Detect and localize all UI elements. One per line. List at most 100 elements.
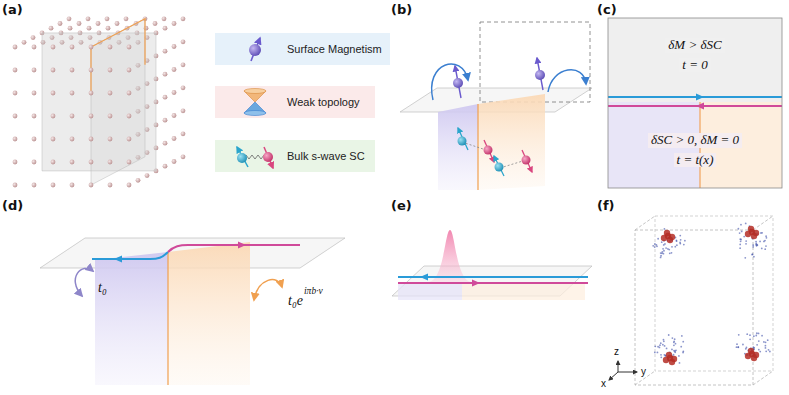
lattice-site: [51, 183, 56, 188]
lattice-site: [68, 26, 73, 31]
density-dot: [671, 246, 673, 248]
density-dot: [660, 252, 662, 254]
density-dot: [680, 346, 682, 348]
density-dot: [758, 349, 760, 351]
density-dot: [751, 254, 753, 256]
lattice-site: [51, 160, 56, 165]
lattice-site: [70, 45, 75, 50]
legend-icon: [264, 147, 273, 168]
lattice-site: [22, 40, 27, 45]
bound-state-illustration: [428, 230, 472, 282]
density-dot: [679, 362, 681, 364]
lattice-site: [172, 113, 177, 118]
density-dot: [755, 241, 757, 243]
lattice-site: [31, 35, 36, 40]
density-dot: [739, 247, 741, 249]
legend-label: Weak topology: [287, 96, 360, 109]
density-dot: [765, 245, 767, 247]
corner-state-density: [652, 223, 770, 366]
lattice-site: [13, 183, 18, 188]
density-dot: [749, 334, 751, 336]
density-dot: [755, 335, 757, 337]
density-dot: [674, 351, 676, 353]
density-dot: [742, 344, 744, 346]
lattice-site: [172, 159, 177, 164]
density-dot: [669, 252, 671, 254]
density-dot: [752, 253, 754, 255]
phase-diagram-panel: [608, 18, 782, 188]
lattice-site: [136, 178, 141, 183]
surface-slab-illustration: [494, 156, 504, 176]
phase-diagram-panel: [696, 94, 704, 101]
lattice-site: [51, 68, 56, 73]
lattice-site: [172, 90, 177, 95]
corner-states-illustration: [635, 216, 773, 385]
lattice-site: [106, 26, 111, 31]
density-dot: [679, 243, 681, 245]
lattice-site: [162, 16, 167, 21]
density-dot: [680, 239, 682, 241]
lattice-site: [89, 137, 94, 142]
density-dot: [654, 345, 656, 347]
phase-diagram-panel: [608, 96, 782, 98]
lattice-site: [127, 114, 132, 119]
density-dot: [768, 349, 770, 351]
lattice-site: [77, 21, 82, 26]
legend-box: Bulk s-wave SC: [215, 140, 375, 172]
lattice-site: [181, 62, 186, 67]
corner-states-illustration: [655, 216, 773, 371]
density-dot: [682, 341, 684, 343]
corner-state: [664, 230, 670, 236]
density-dot: [736, 332, 771, 356]
lattice-site: [89, 45, 94, 50]
lattice-site: [163, 72, 168, 77]
region-condition: t = t(x): [674, 153, 717, 168]
lattice-site: [145, 173, 150, 178]
legend-icon: [244, 89, 266, 94]
surface-slab-illustration: [453, 78, 463, 88]
surface-slab-illustration: [484, 146, 493, 155]
density-dot: [758, 340, 760, 342]
lattice-site: [13, 137, 18, 142]
density-dot: [678, 355, 680, 357]
panel-label: (d): [2, 199, 23, 212]
lattice-site: [108, 160, 113, 165]
lattice-site: [105, 16, 110, 21]
density-dot: [663, 340, 665, 342]
hinge-illustration: [168, 245, 300, 252]
plane-edge: [91, 19, 145, 93]
legend-icon: [263, 152, 273, 162]
lattice-site: [181, 131, 186, 136]
density-dot: [745, 243, 747, 245]
density-dot: [660, 354, 662, 356]
density-dot: [761, 232, 763, 234]
density-dot: [663, 250, 665, 252]
legend-label: Bulk s-wave SC: [287, 150, 365, 163]
lattice-site: [108, 137, 113, 142]
region-condition: δSC > 0, δM = 0: [648, 133, 742, 148]
density-dot: [660, 356, 662, 358]
density-dot: [765, 347, 767, 349]
legend-icon: [215, 140, 279, 172]
lattice-site: [163, 49, 168, 54]
density-dot: [759, 351, 761, 353]
lattice-site: [70, 68, 75, 73]
lattice-site: [89, 160, 94, 165]
density-dot: [654, 243, 656, 245]
hinge-illustration: [92, 252, 168, 259]
lattice-site: [32, 45, 37, 50]
bound-state-illustration: [472, 280, 480, 287]
coordinate-axes: [609, 372, 618, 380]
cubic-lattice: [13, 16, 186, 187]
density-dot: [763, 341, 765, 343]
surface-slab-illustration: [522, 150, 532, 172]
lattice-site: [67, 16, 72, 21]
density-dot: [652, 245, 654, 247]
lattice-site: [32, 68, 37, 73]
lattice-site: [87, 26, 92, 31]
lattice-site: [70, 183, 75, 188]
density-dot: [739, 244, 741, 246]
hinge-illustration: [168, 242, 250, 385]
corner-state: [751, 355, 757, 361]
